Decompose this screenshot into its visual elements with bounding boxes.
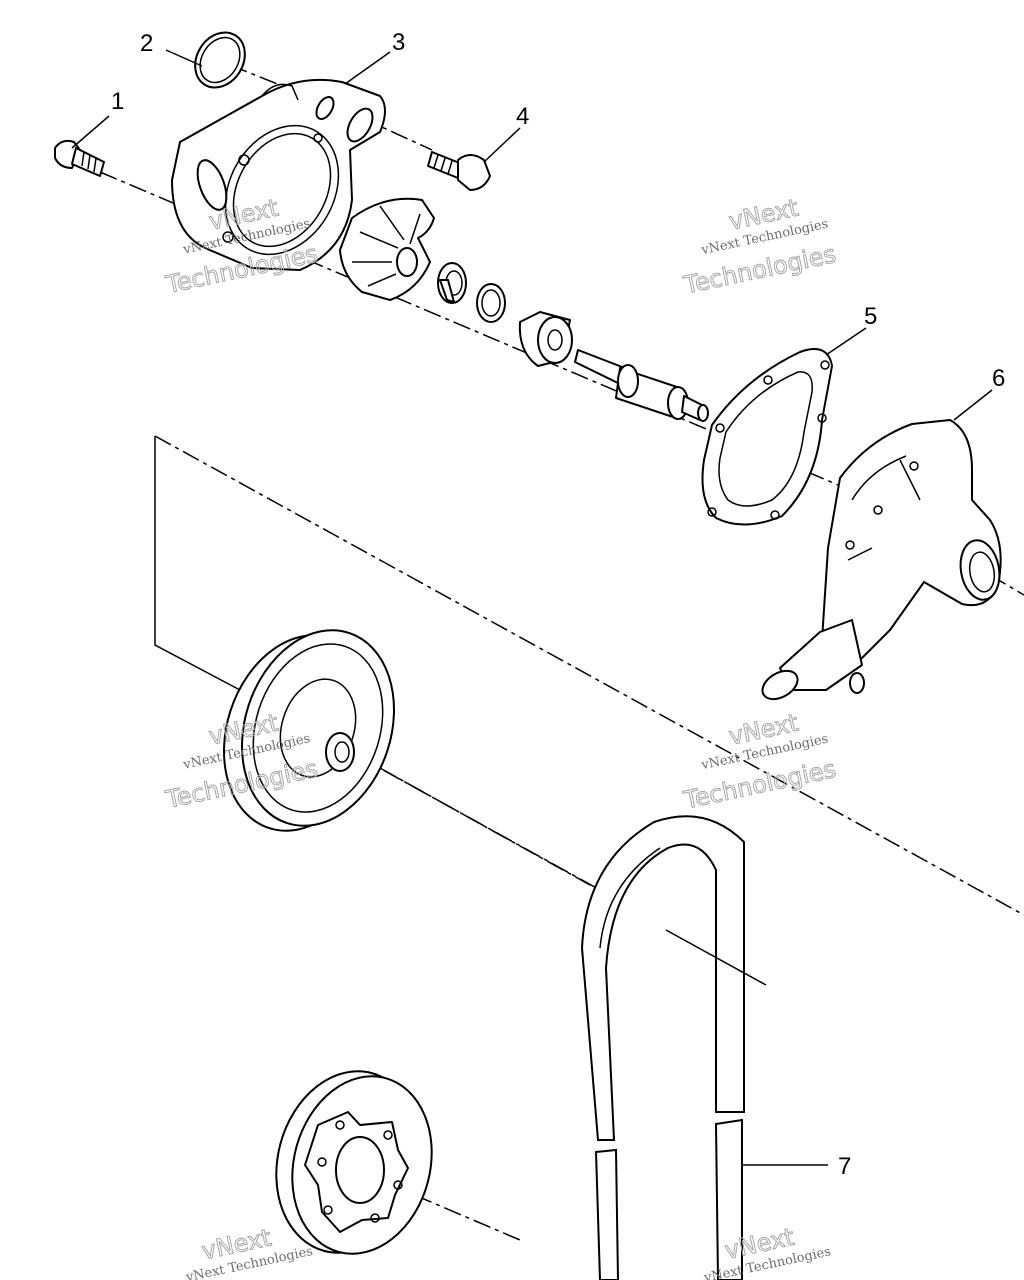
callout-labels: 1 2 3 4 5 6 7 xyxy=(111,29,1005,1180)
assembly-plane-outline xyxy=(154,435,1024,916)
callout-5: 5 xyxy=(864,303,877,330)
impeller xyxy=(339,197,435,301)
bolt-part-1 xyxy=(54,139,105,177)
callout-2: 2 xyxy=(140,30,153,57)
callout-1: 1 xyxy=(111,88,124,115)
callout-3: 3 xyxy=(392,29,405,56)
pump-shaft xyxy=(574,349,709,422)
bearing xyxy=(518,311,573,367)
crank-pulley xyxy=(275,1070,433,1255)
drive-belt-part-7 xyxy=(580,815,745,1280)
callout-7: 7 xyxy=(838,1153,851,1180)
mechanical-seal xyxy=(437,262,467,304)
pump-pulley xyxy=(223,629,395,832)
callout-4: 4 xyxy=(516,103,529,130)
seal-ring xyxy=(476,283,506,323)
gasket-part-5 xyxy=(701,348,833,526)
watermark-top-right: vNext vNext Technologies Technologies xyxy=(680,193,839,300)
watermark-middle-right: vNext vNext Technologies Technologies xyxy=(680,708,839,815)
callout-6: 6 xyxy=(992,365,1005,392)
o-ring-part-2 xyxy=(194,31,246,89)
bolt-part-4 xyxy=(427,151,491,191)
pump-body-part-6 xyxy=(761,419,1002,701)
pump-cover-part-3 xyxy=(171,78,386,271)
leader-lines xyxy=(71,49,993,1166)
